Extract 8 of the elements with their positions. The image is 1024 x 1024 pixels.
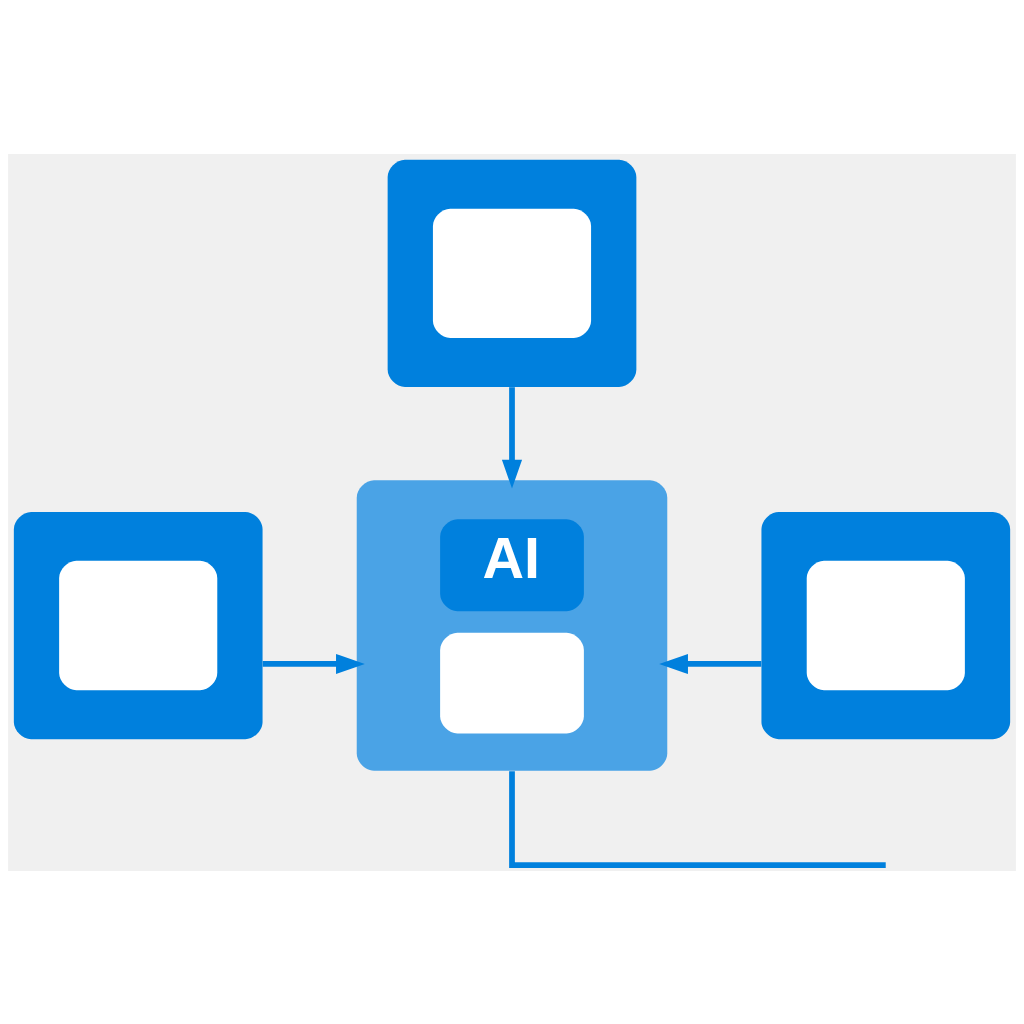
node-box: AI	[356, 479, 668, 771]
node-picture	[13, 511, 263, 739]
arrow	[501, 386, 523, 489]
connector	[509, 770, 886, 868]
node-picture	[761, 511, 1011, 739]
arrow	[659, 653, 762, 674]
node-picture	[387, 159, 637, 387]
arrow	[262, 653, 365, 674]
